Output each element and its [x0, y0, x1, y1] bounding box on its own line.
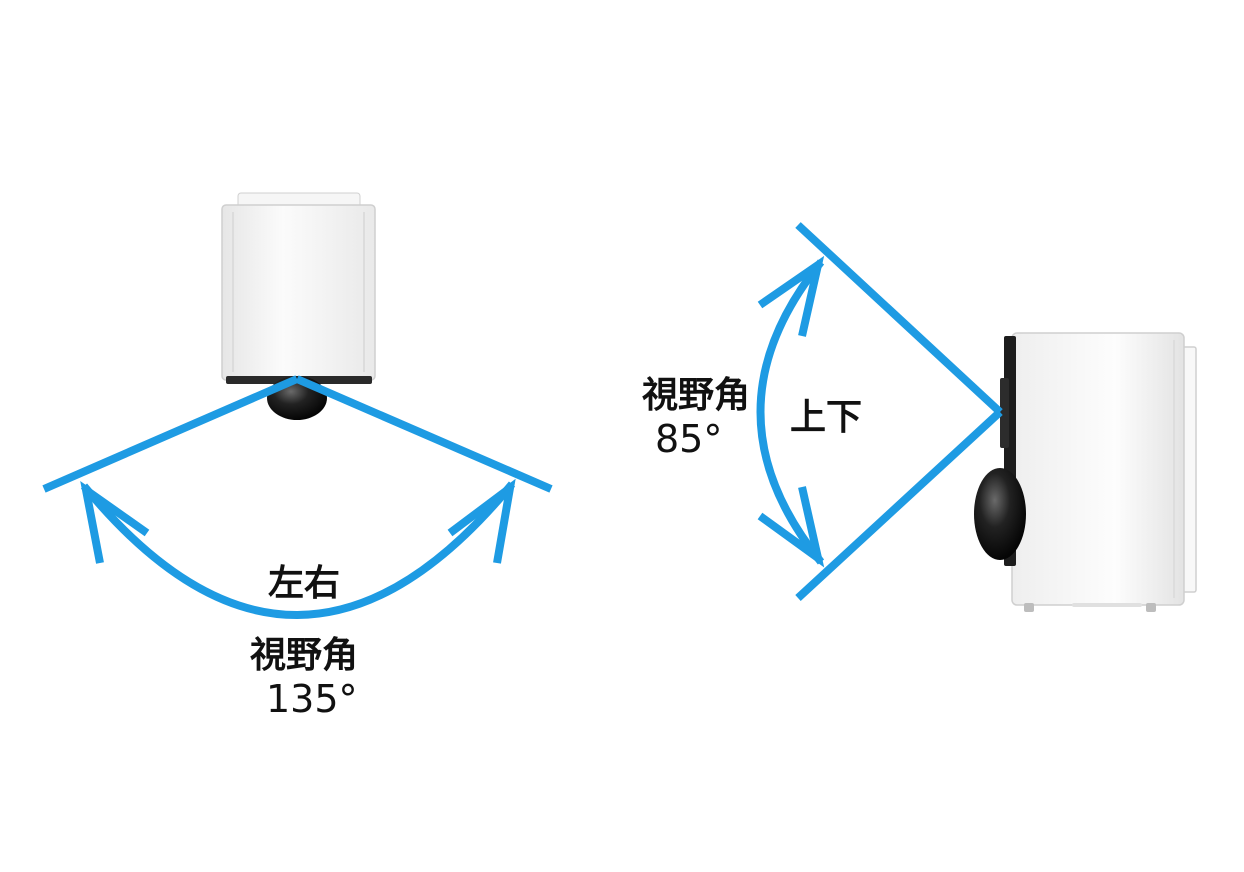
fov-line-top [795, 222, 1003, 415]
fov-line-left [42, 375, 299, 493]
arrowhead-right [447, 478, 516, 564]
vertical-fov-arc [756, 255, 825, 568]
vertical-fov-name-label: 視野角 [642, 375, 751, 416]
camera-side-lens [974, 468, 1026, 560]
fov-line-right [295, 375, 553, 493]
camera-side-view [974, 332, 1197, 612]
horizontal-fov-arc [80, 478, 516, 619]
arrowhead-left [80, 481, 150, 564]
camera-front-view [221, 192, 376, 420]
arrowhead-top [757, 255, 825, 337]
arc-horizontal [80, 481, 516, 619]
horizontal-direction-label: 左右 [268, 563, 341, 604]
horizontal-fov-angle-label: 135° [266, 677, 358, 721]
horizontal-fov-lines [42, 375, 553, 493]
vertical-fov-lines [795, 222, 1003, 601]
vertical-direction-label: 上下 [790, 397, 863, 438]
arc-vertical [756, 259, 825, 565]
camera-side-body [1011, 332, 1185, 606]
horizontal-fov-name-label: 視野角 [250, 635, 359, 676]
camera-front-body [221, 204, 376, 381]
fov-line-bottom [795, 409, 1003, 601]
arrowhead-bottom [757, 486, 825, 568]
vertical-fov-angle-label: 85° [655, 417, 723, 461]
